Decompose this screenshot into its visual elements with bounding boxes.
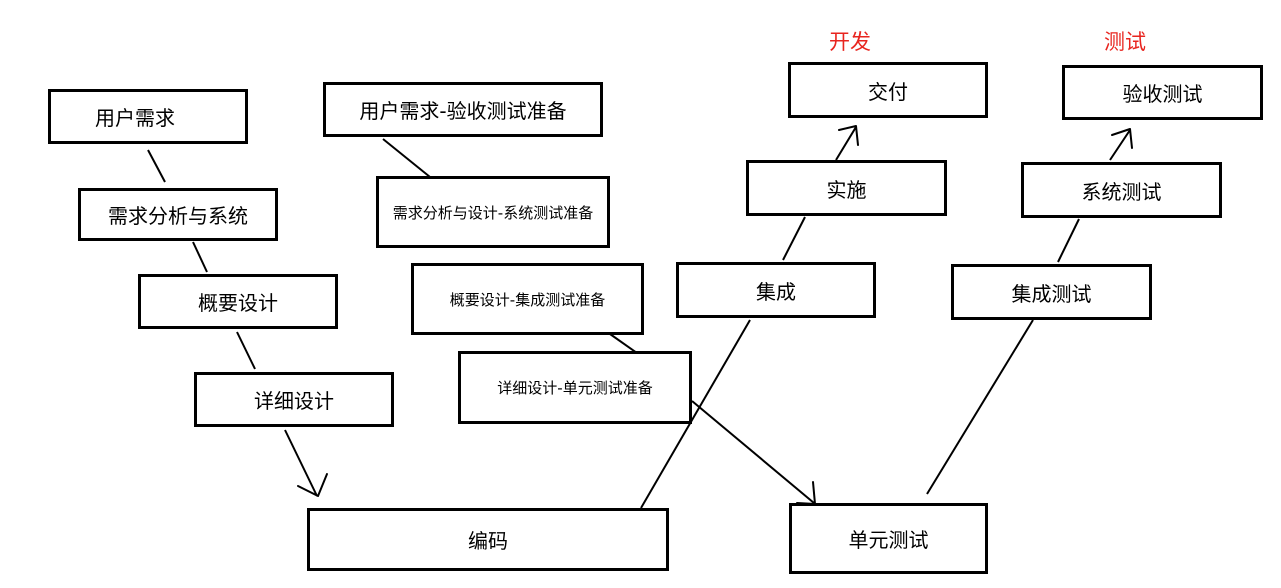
box-user-req-acceptance-prep-label: 用户需求-验收测试准备 bbox=[359, 99, 567, 123]
box-coding-label: 编码 bbox=[468, 529, 508, 553]
box-user-requirement: 用户需求 bbox=[48, 89, 248, 144]
box-unit-test-label: 单元测试 bbox=[848, 528, 929, 552]
arrowhead-to-delivery bbox=[838, 125, 859, 146]
box-user-requirement-label: 用户需求 bbox=[95, 106, 175, 130]
connector-detail-to-coding bbox=[284, 429, 318, 497]
box-implementation: 实施 bbox=[746, 160, 947, 216]
box-system-test-label: 系统测试 bbox=[1081, 179, 1162, 204]
box-detail-unit-test-prep-label: 详细设计-单元测试准备 bbox=[497, 379, 653, 397]
connector-integration-test-to-system-test bbox=[1057, 218, 1080, 263]
box-user-req-acceptance-prep: 用户需求-验收测试准备 bbox=[323, 82, 603, 137]
box-integration: 集成 bbox=[676, 262, 876, 318]
arrowhead-to-coding bbox=[297, 473, 328, 497]
box-implementation-label: 实施 bbox=[826, 177, 867, 202]
box-detail-design: 详细设计 bbox=[194, 372, 394, 427]
connector-unit-test-to-integration-test bbox=[926, 319, 1034, 495]
connector-user-req-to-analysis bbox=[147, 149, 166, 183]
box-req-design-system-test-prep-label: 需求分析与设计-系统测试准备 bbox=[392, 203, 594, 222]
box-detail-unit-test-prep: 详细设计-单元测试准备 bbox=[458, 351, 692, 424]
box-detail-design-label: 详细设计 bbox=[254, 389, 334, 413]
box-acceptance-test-label: 验收测试 bbox=[1122, 82, 1203, 106]
connector-integration-prep-to-unit-prep bbox=[609, 333, 638, 354]
connector-unit-prep-to-unit-test bbox=[691, 400, 815, 504]
box-integration-test: 集成测试 bbox=[951, 264, 1152, 320]
box-system-test: 系统测试 bbox=[1021, 162, 1222, 218]
heading-test: 测试 bbox=[1104, 30, 1146, 54]
box-integration-label: 集成 bbox=[756, 279, 796, 304]
box-outline-integration-test-prep-label: 概要设计-集成测试准备 bbox=[449, 290, 606, 309]
connector-analysis-to-outline bbox=[192, 241, 208, 273]
box-integration-test-label: 集成测试 bbox=[1011, 281, 1092, 306]
connector-integration-to-implementation bbox=[782, 216, 806, 261]
connector-implementation-to-delivery bbox=[835, 126, 857, 161]
box-outline-integration-test-prep: 概要设计-集成测试准备 bbox=[411, 263, 644, 335]
box-coding: 编码 bbox=[307, 508, 669, 571]
box-requirement-analysis-label: 需求分析与系统 bbox=[108, 204, 248, 228]
box-outline-design: 概要设计 bbox=[138, 274, 338, 329]
box-delivery: 交付 bbox=[788, 62, 988, 118]
box-delivery-label: 交付 bbox=[868, 79, 908, 104]
connector-coding-to-integration bbox=[640, 319, 751, 509]
box-outline-design-label: 概要设计 bbox=[198, 291, 278, 315]
heading-dev: 开发 bbox=[829, 30, 871, 54]
connector-acceptance-prep-to-system-prep bbox=[382, 138, 431, 178]
connector-system-test-to-acceptance-test bbox=[1109, 129, 1131, 161]
arrowhead-to-acceptance-test bbox=[1111, 128, 1133, 149]
connector-outline-to-detail bbox=[236, 331, 256, 370]
box-unit-test: 单元测试 bbox=[789, 503, 988, 574]
box-acceptance-test: 验收测试 bbox=[1062, 65, 1263, 120]
box-req-design-system-test-prep: 需求分析与设计-系统测试准备 bbox=[376, 176, 610, 248]
box-requirement-analysis: 需求分析与系统 bbox=[78, 188, 278, 241]
